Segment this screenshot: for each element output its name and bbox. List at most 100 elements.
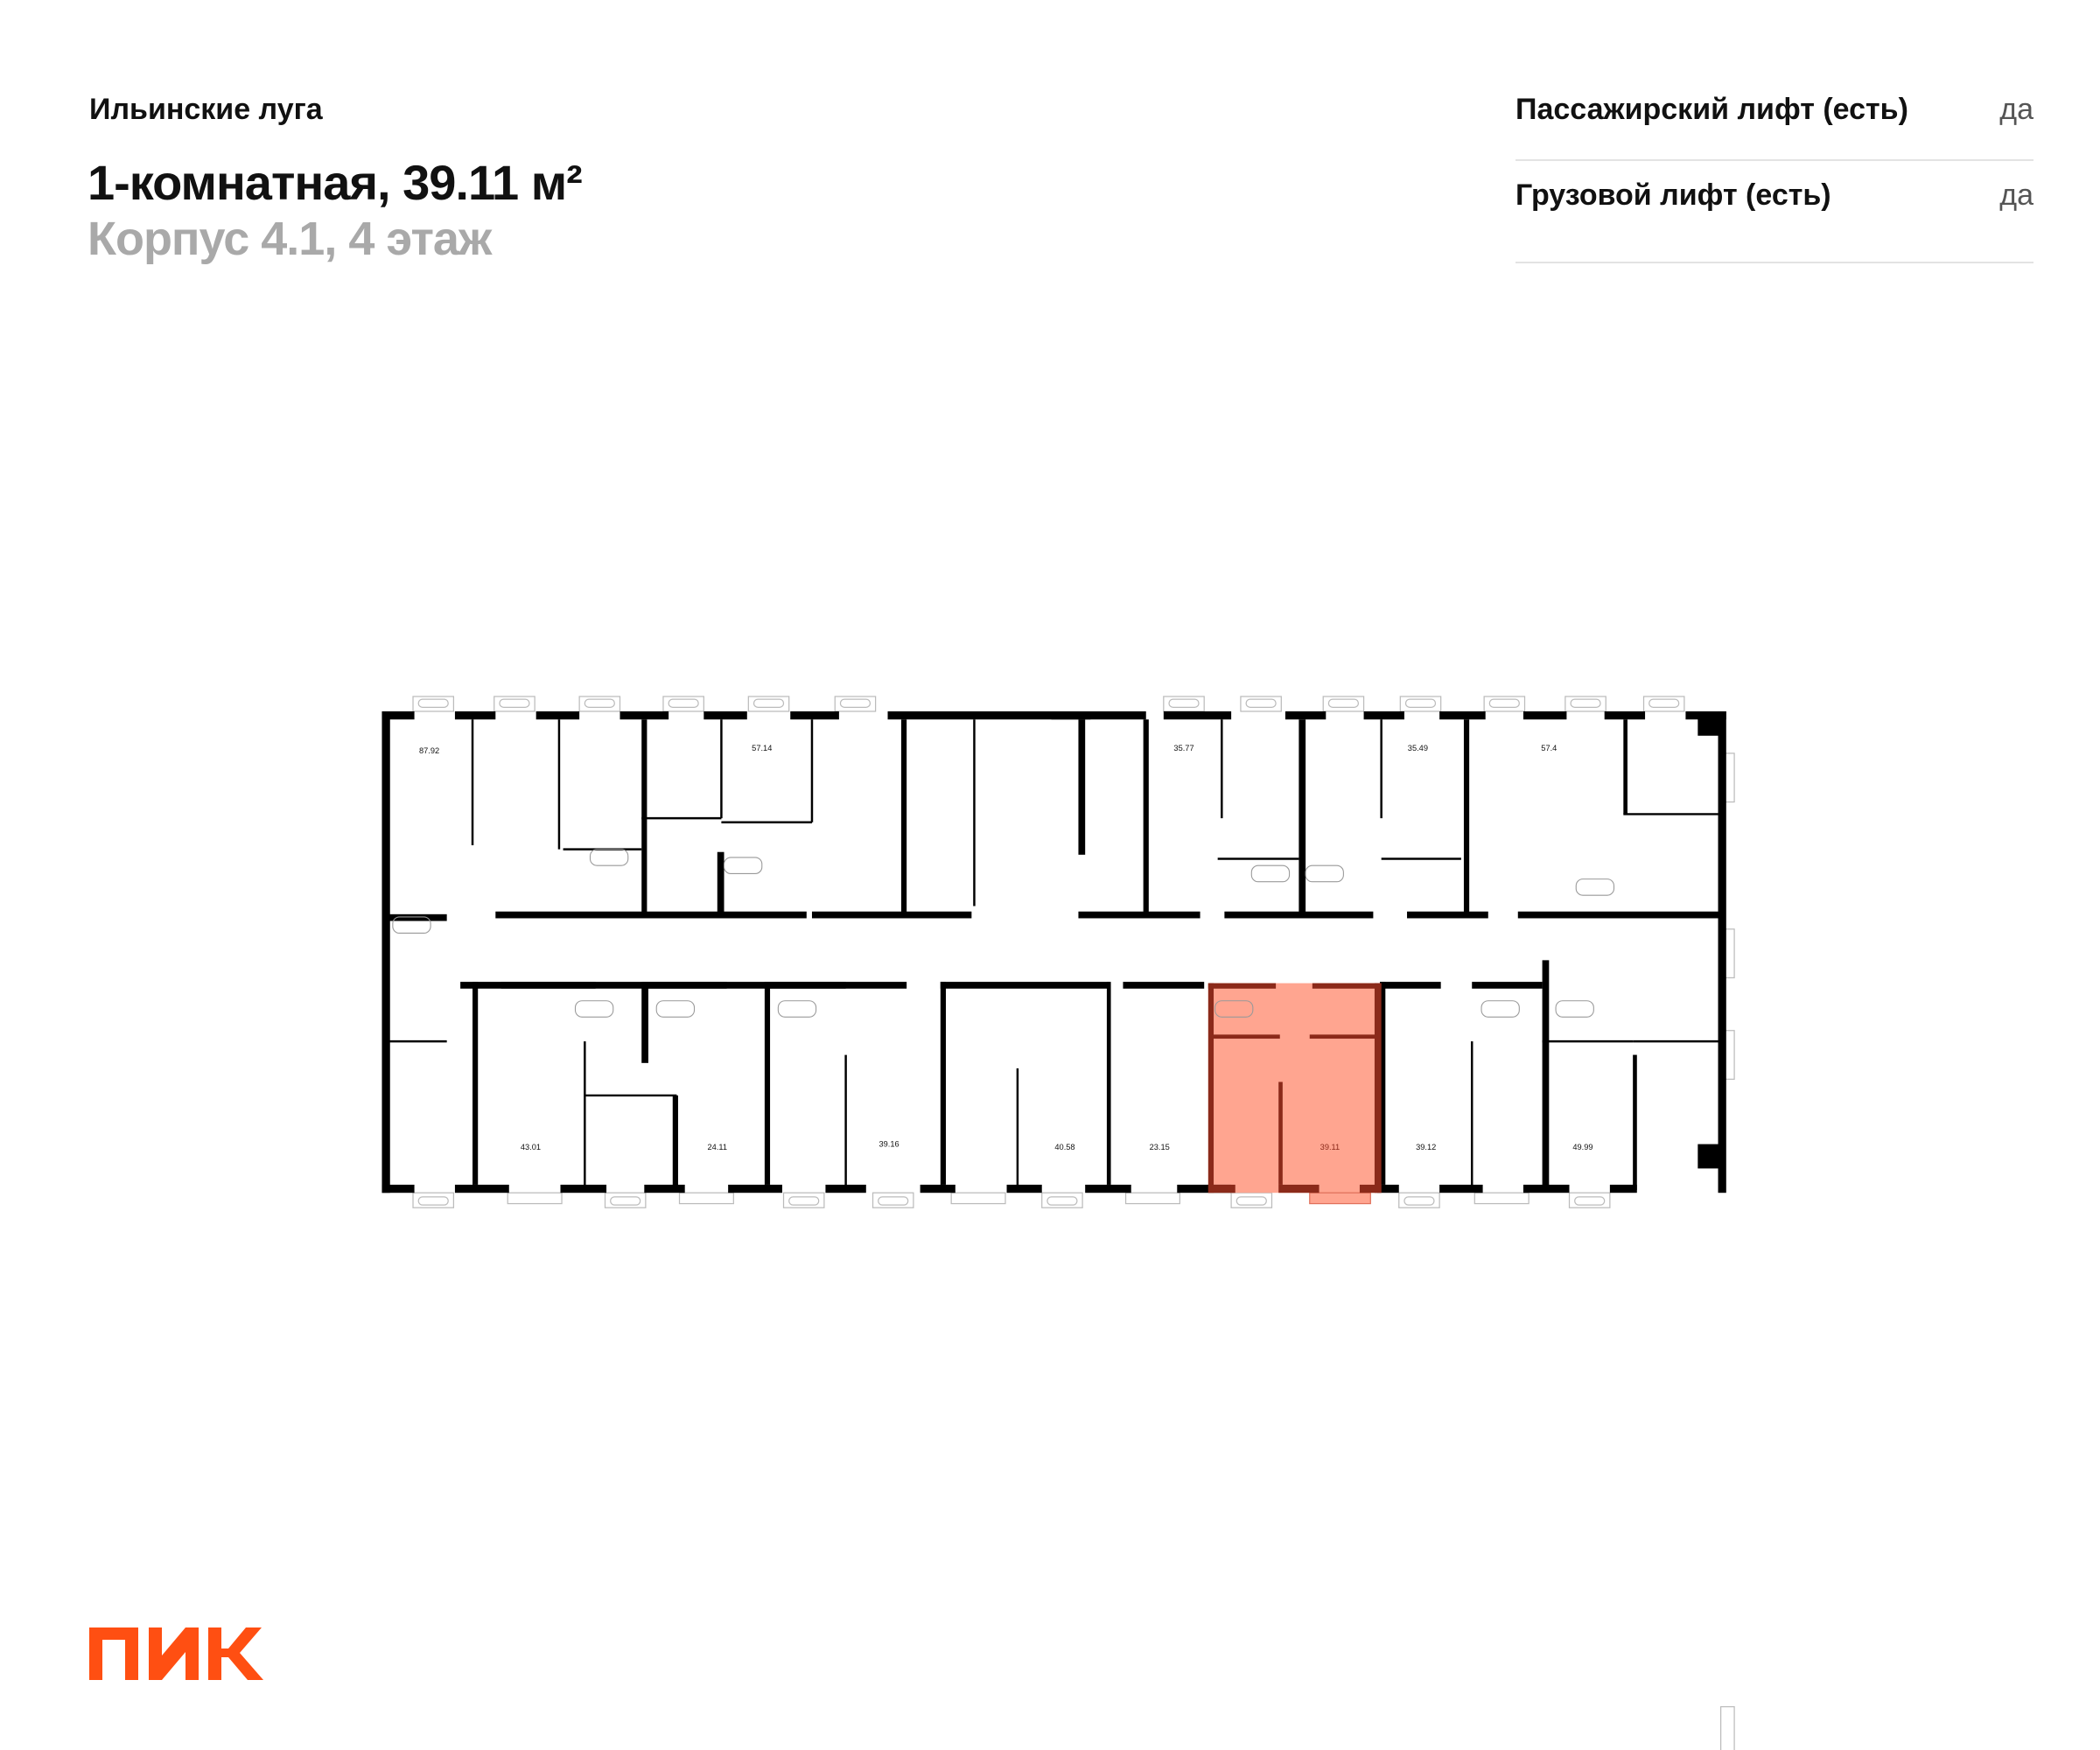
spec-value: да <box>1999 178 2034 212</box>
highlighted-apartment[interactable] <box>1208 983 1381 1194</box>
radiator <box>499 698 530 708</box>
wall <box>642 982 727 989</box>
wall <box>536 710 580 720</box>
wall <box>1123 982 1205 989</box>
wall <box>1163 710 1232 720</box>
wall <box>717 851 724 917</box>
spec-freight-elevator: Грузовой лифт (есть) да <box>1516 161 2034 263</box>
wall <box>1609 1184 1637 1194</box>
apartment-area-label[interactable]: 57.4 <box>1541 744 1557 752</box>
radiator <box>417 698 449 708</box>
radiator <box>417 1196 449 1206</box>
apartment-area-label[interactable]: 39.11 <box>1320 1143 1340 1152</box>
bathtub-icon <box>1555 1000 1594 1018</box>
apartment-area-label[interactable]: 49.99 <box>1572 1143 1592 1152</box>
apartment-area-label[interactable]: 35.77 <box>1173 744 1194 752</box>
radiator <box>1236 1196 1267 1206</box>
project-name: Ильинские луга <box>89 93 323 126</box>
wall <box>940 982 946 1185</box>
wall <box>1698 1144 1726 1169</box>
wall <box>1633 1054 1637 1191</box>
radiator <box>752 698 785 708</box>
windows <box>412 696 1735 1750</box>
apartment-area-label[interactable]: 57.14 <box>752 744 772 752</box>
wall <box>887 710 1091 720</box>
spec-label: Грузовой лифт (есть) <box>1516 178 1831 212</box>
radiator <box>1168 698 1200 708</box>
bathtub-icon <box>777 1000 817 1018</box>
wall <box>1363 710 1404 720</box>
balcony <box>1124 1192 1180 1205</box>
wall <box>382 710 415 720</box>
wall <box>672 1095 678 1191</box>
bathtub-icon <box>1250 864 1291 883</box>
wall <box>1284 710 1326 720</box>
bathtub-icon <box>574 1000 614 1018</box>
wall <box>454 1184 509 1194</box>
apartment-area-label[interactable]: 24.11 <box>708 1143 728 1152</box>
wall <box>1522 710 1567 720</box>
radiator <box>1570 698 1601 708</box>
wall <box>500 982 596 989</box>
wall <box>382 1184 415 1194</box>
walls <box>382 710 1726 1194</box>
bathtub-icon <box>392 916 431 934</box>
apartment-area-label[interactable]: 39.12 <box>1416 1143 1436 1152</box>
wall <box>1698 710 1726 736</box>
wall <box>495 911 807 919</box>
balcony <box>950 1192 1006 1205</box>
wall <box>825 1184 866 1194</box>
wall <box>940 982 1110 989</box>
apartment-area-label[interactable]: 39.16 <box>878 1140 899 1149</box>
highlighted-wall <box>1212 1034 1280 1040</box>
wall <box>1718 710 1726 1194</box>
wall <box>1143 719 1149 917</box>
wall <box>764 982 771 1185</box>
radiator <box>1046 1196 1078 1206</box>
wall <box>1177 1184 1232 1194</box>
wall <box>641 982 648 1063</box>
highlighted-wall <box>1208 983 1277 989</box>
highlighted-wall <box>1208 1184 1236 1194</box>
wall <box>790 710 839 720</box>
spec-passenger-elevator: Пассажирский лифт (есть) да <box>1516 88 2034 161</box>
apartment-area-label[interactable]: 87.92 <box>419 746 439 755</box>
highlighted-wall <box>1208 983 1214 1194</box>
radiator <box>878 1196 909 1206</box>
pik-logo <box>89 1628 263 1680</box>
apartment-area-label[interactable]: 43.01 <box>521 1143 541 1152</box>
bathtub-icon <box>1214 1000 1254 1018</box>
wall <box>472 982 479 1185</box>
radiator <box>1488 698 1520 708</box>
apartment-area-label[interactable]: 23.15 <box>1150 1143 1170 1152</box>
balcony <box>507 1192 563 1205</box>
wall <box>1224 911 1374 919</box>
wall <box>1298 719 1306 917</box>
wall <box>811 911 972 919</box>
apartment-title: 1-комнатная, 39.11 м² <box>88 155 583 210</box>
window-side <box>1719 1705 1735 1750</box>
apartment-area-label[interactable]: 40.58 <box>1054 1143 1074 1152</box>
wall <box>641 719 648 917</box>
radiator <box>584 698 615 708</box>
wall <box>704 710 747 720</box>
highlighted-wall <box>1359 1184 1382 1194</box>
wall <box>1106 982 1111 1185</box>
wall <box>728 1184 782 1194</box>
building-floor-subtitle: Корпус 4.1, 4 этаж <box>88 213 492 265</box>
balcony <box>678 1192 734 1205</box>
area-labels: 87.92 57.14 35.77 35.49 57.4 43.01 24.11 39.16 4… <box>419 744 1593 1152</box>
bathtub-icon <box>589 849 629 866</box>
wall <box>454 710 496 720</box>
wall <box>1085 1184 1131 1194</box>
highlighted-wall <box>1309 1034 1378 1040</box>
radiator <box>668 698 699 708</box>
wall <box>1377 1184 1399 1194</box>
radiator <box>839 698 872 708</box>
wall <box>1078 719 1086 855</box>
apartment-area-label[interactable]: 35.49 <box>1408 744 1428 752</box>
highlighted-wall <box>1374 983 1382 1194</box>
wall <box>1078 911 1200 919</box>
wall <box>900 719 907 917</box>
